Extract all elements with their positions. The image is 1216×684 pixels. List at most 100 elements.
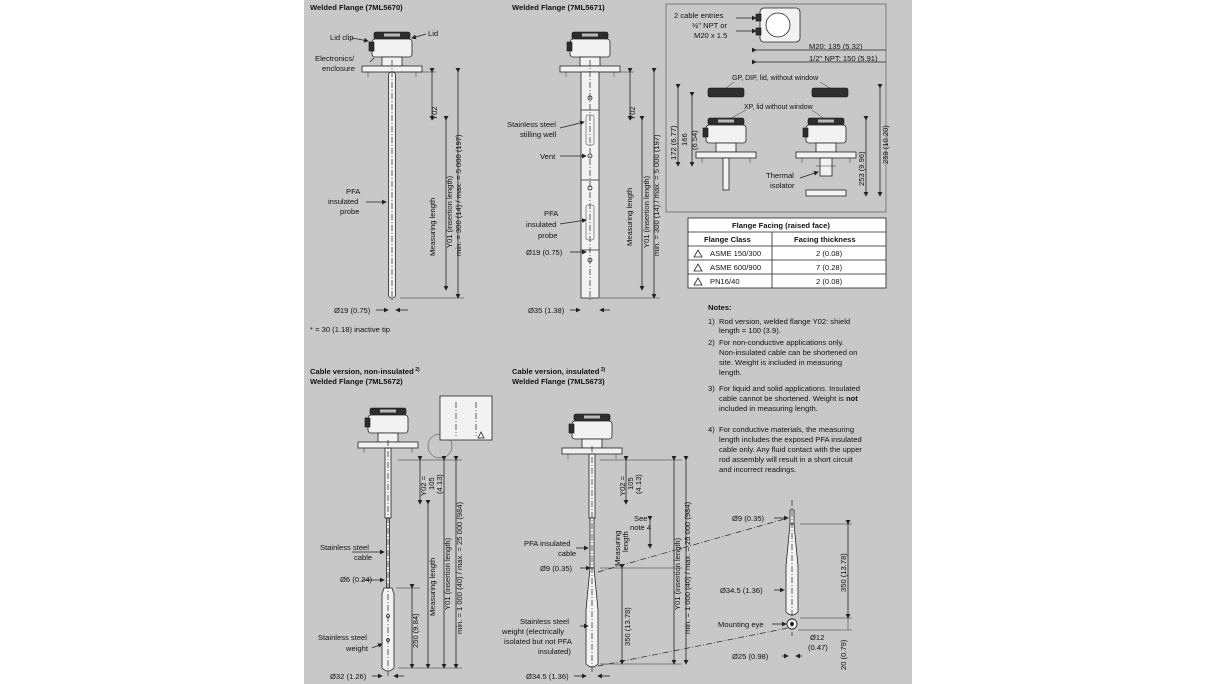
y02-mm-label: 105 xyxy=(427,477,436,490)
label-stainless-cable-1: Stainless steel xyxy=(320,543,369,552)
notes-block: Notes: 1) Rod version, welded flange Y02… xyxy=(708,303,862,474)
inactive-tip-note: * = 30 (1.18) inactive tip xyxy=(310,325,390,334)
detail-diameter-25: Ø25 (0.98) xyxy=(732,652,769,661)
label-pfa-cable-2: cable xyxy=(558,549,576,558)
technical-drawing: Welded Flange (7ML5670) Lid clip Lid Ele… xyxy=(310,3,890,681)
gp-lid-left xyxy=(707,87,745,98)
note-line: For liquid and solid applications. Insul… xyxy=(719,384,860,393)
note-number: 3) xyxy=(708,384,715,393)
gp-lid-label: GP, DIP, lid, without window xyxy=(732,75,819,82)
y02-in-label: (4.13) xyxy=(435,474,444,494)
detail-height-350: 350 (13.78) xyxy=(839,553,848,592)
see-label: See xyxy=(634,514,648,523)
y02-eq-label: Y02 = xyxy=(419,475,428,496)
minmax-label: min. = 300 (14) / max. = 5 000 (197) xyxy=(454,134,463,256)
label-weight-4-1: Stainless steel xyxy=(520,617,569,626)
note-line: For non-conductive applications only. xyxy=(719,338,844,347)
note-line: For conductive materials, the measuring xyxy=(719,425,854,434)
label-weight-4-3: isolated but not PFA xyxy=(504,637,573,646)
table-caption: Flange Facing (raised face) xyxy=(732,221,830,230)
diameter-34-5-label: Ø34.5 (1.36) xyxy=(526,672,569,681)
gp-lid-right xyxy=(811,87,849,98)
table-cell: 2 (0.08) xyxy=(816,249,843,258)
enclosure-side-left xyxy=(695,117,757,164)
y02-mm-label-4: 105 xyxy=(626,477,635,490)
minmax-label-2: min. = 300 (14) / max. = 5 000 (197) xyxy=(652,134,661,256)
title-7ml5671: Welded Flange (7ML5671) xyxy=(512,3,605,12)
label-insulated: insulated xyxy=(328,197,358,206)
y02-label-2: Y02 xyxy=(628,106,637,120)
label-electronics: Electronics/ xyxy=(315,54,355,63)
minmax-label-4: min. = 1 000 (40) / max. = 25 000 (984) xyxy=(683,501,692,634)
y01-label-2: Y01 (insertion length) xyxy=(642,175,651,248)
diameter-label: Ø19 (0.75) xyxy=(334,306,371,315)
upper-rod-4 xyxy=(588,453,596,519)
y01-label-4: Y01 (insertion length) xyxy=(673,537,682,610)
note-number: 2) xyxy=(708,338,715,347)
label-pfa: PFA xyxy=(346,187,361,196)
enclosure-drawing-3 xyxy=(357,407,419,454)
y02-eq-label-4: Y02 = xyxy=(618,475,627,496)
table-cell: PN16/40 xyxy=(710,277,740,286)
height-166-inch-label: (6.54) xyxy=(690,130,699,150)
npt-option-label: ½" NPT or xyxy=(692,21,728,30)
label-weight-4-2: weight (electrically xyxy=(501,627,564,636)
measuring-label-4: Measuring xyxy=(613,531,622,566)
minmax-label-3: min. = 1 000 (40) / max. = 25 000 (984) xyxy=(455,501,464,634)
note-line: included in measuring length. xyxy=(719,404,818,413)
flange-facing-table: Flange Facing (raised face) Flange Class… xyxy=(687,217,887,289)
table-cell: ASME 150/300 xyxy=(710,249,761,258)
table-row: ASME 150/300 2 (0.08) xyxy=(693,249,843,258)
measuring-length-label-3: Measuring length xyxy=(428,558,437,616)
m20-option-label: M20 x 1.5 xyxy=(694,31,727,40)
note-line: and incorrect readings. xyxy=(719,465,796,474)
table-header-class: Flange Class xyxy=(704,235,751,244)
height-259-label: 259 (10.20) xyxy=(881,125,890,164)
note-line: site. Weight is included in measuring xyxy=(719,358,842,367)
diameter-6-label: Ø6 (0.24) xyxy=(340,575,373,584)
note-line: cable cannot be shortened. Weight is not xyxy=(719,394,858,403)
label-probe: probe xyxy=(340,207,359,216)
note-4-label: note 4 xyxy=(630,523,651,532)
title-7ml5670: Welded Flange (7ML5670) xyxy=(310,3,403,12)
enclosure-side-right xyxy=(795,117,857,164)
height-172-label: 172 (6.77) xyxy=(669,125,678,160)
note-line: Non-insulated cable can be shortened on xyxy=(719,348,857,357)
label-stilling-well: stilling well xyxy=(520,130,557,139)
detail-diameter-12-in: (0.47) xyxy=(808,643,828,652)
m20-dimension: M20: 135 (5.32) xyxy=(809,42,863,51)
note-line: length. xyxy=(719,368,742,377)
title-cable-non-insulated: Cable version, non-insulated 2) xyxy=(310,367,420,376)
drawing-sheet: Welded Flange (7ML5670) Lid clip Lid Ele… xyxy=(304,0,912,684)
diameter-19-label: Ø19 (0.75) xyxy=(526,248,563,257)
detail-height-20: 20 (0.79) xyxy=(839,639,848,670)
label-lid-clip: Lid clip xyxy=(330,33,354,42)
label-probe-2: probe xyxy=(538,231,557,240)
table-header-thickness: Facing thickness xyxy=(794,235,856,244)
y02-label: Y02 xyxy=(430,106,439,120)
title-cable-insulated: Cable version, insulated 3) xyxy=(512,367,606,376)
enclosure-drawing-2 xyxy=(559,31,621,78)
mounting-eye-label: Mounting eye xyxy=(718,620,764,629)
measuring-length-label: Measuring length xyxy=(428,198,437,256)
note-line: length includes the exposed PFA insulate… xyxy=(719,435,862,444)
diameter-32-label: Ø32 (1.26) xyxy=(330,672,367,681)
label-weight-2: weight xyxy=(345,644,369,653)
enclosure-drawing-4 xyxy=(561,413,623,460)
y01-label: Y01 (insertion length) xyxy=(445,175,454,248)
inset-frame xyxy=(665,3,887,213)
label-stainless-cable-2: cable xyxy=(354,553,372,562)
detail-diameter-9: Ø9 (0.35) xyxy=(732,514,765,523)
label-stainless-steel: Stainless steel xyxy=(507,120,556,129)
length-label-4: length xyxy=(621,531,630,552)
diameter-9-label: Ø9 (0.35) xyxy=(540,564,573,573)
measuring-length-label-2: Measuring length xyxy=(625,188,634,246)
note-line: Rod version, welded flange Y02: shield xyxy=(719,317,850,326)
cable-entries-label: 2 cable entries xyxy=(674,11,724,20)
label-insulated-2: insulated xyxy=(526,220,556,229)
thermal-label: Thermal xyxy=(766,171,794,180)
label-weight-4-4: insulated) xyxy=(538,647,571,656)
title-7ml5672: Welded Flange (7ML5672) xyxy=(310,377,403,386)
note-number: 1) xyxy=(708,317,715,326)
label-pfa-2: PFA xyxy=(544,209,559,218)
